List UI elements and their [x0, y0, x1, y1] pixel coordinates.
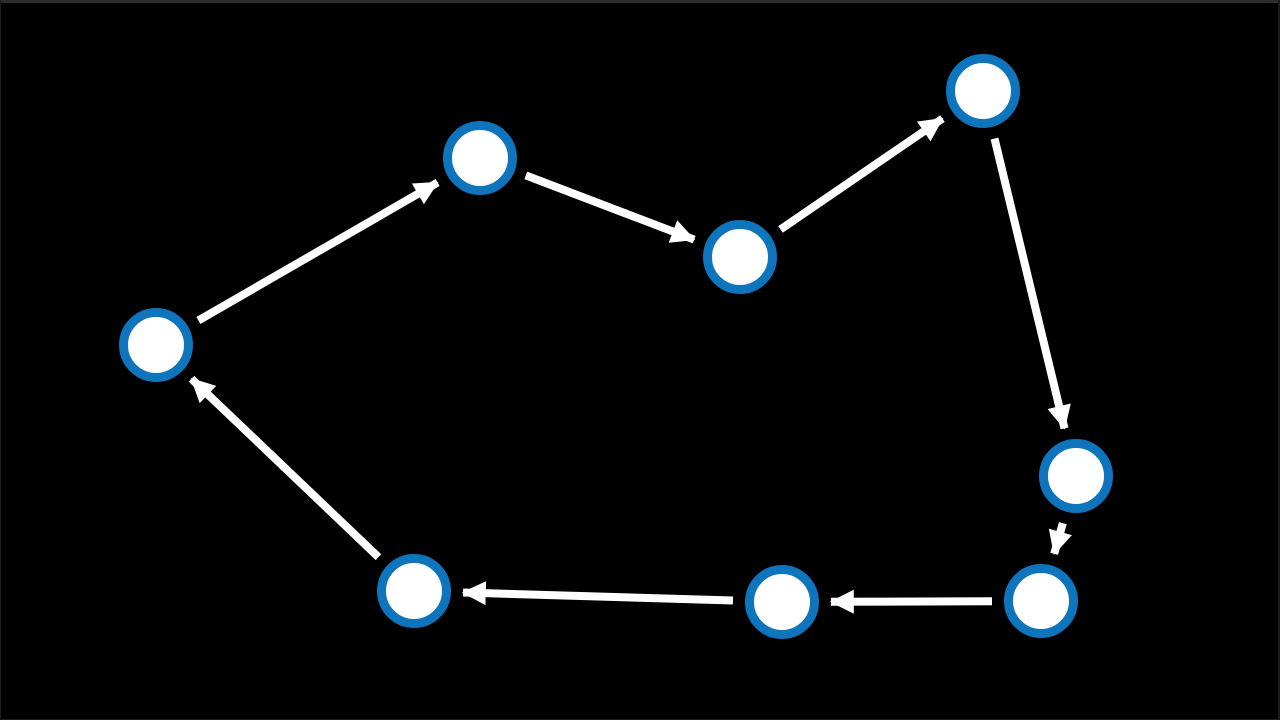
edges-layer	[188, 115, 1072, 614]
arrow-node-bottom-middle-to-node-bottom-left[interactable]	[461, 581, 734, 606]
node-bottom-middle[interactable]	[745, 565, 819, 639]
window-border-top	[0, 0, 1280, 3]
node-bottom-right[interactable]	[1004, 564, 1078, 638]
arrow-node-left-to-node-top-left[interactable]	[196, 179, 440, 324]
node-top-middle[interactable]	[703, 220, 777, 294]
arrow-node-top-middle-to-node-top-right[interactable]	[778, 115, 945, 233]
node-right[interactable]	[1039, 439, 1113, 513]
node-bottom-left[interactable]	[377, 554, 451, 628]
window-border-right	[1278, 0, 1280, 720]
node-top-left[interactable]	[443, 121, 517, 195]
arrow-node-bottom-left-to-node-left[interactable]	[188, 375, 382, 561]
arrow-node-top-left-to-node-top-middle[interactable]	[524, 171, 696, 244]
node-left[interactable]	[119, 308, 193, 382]
node-top-right[interactable]	[946, 54, 1020, 128]
window-border-left	[0, 0, 1, 720]
arrow-node-right-to-node-bottom-right[interactable]	[1048, 522, 1072, 555]
nodes-layer	[119, 54, 1113, 639]
arrow-node-bottom-right-to-node-bottom-middle[interactable]	[829, 589, 993, 614]
arrow-node-top-right-to-node-right[interactable]	[990, 137, 1071, 430]
